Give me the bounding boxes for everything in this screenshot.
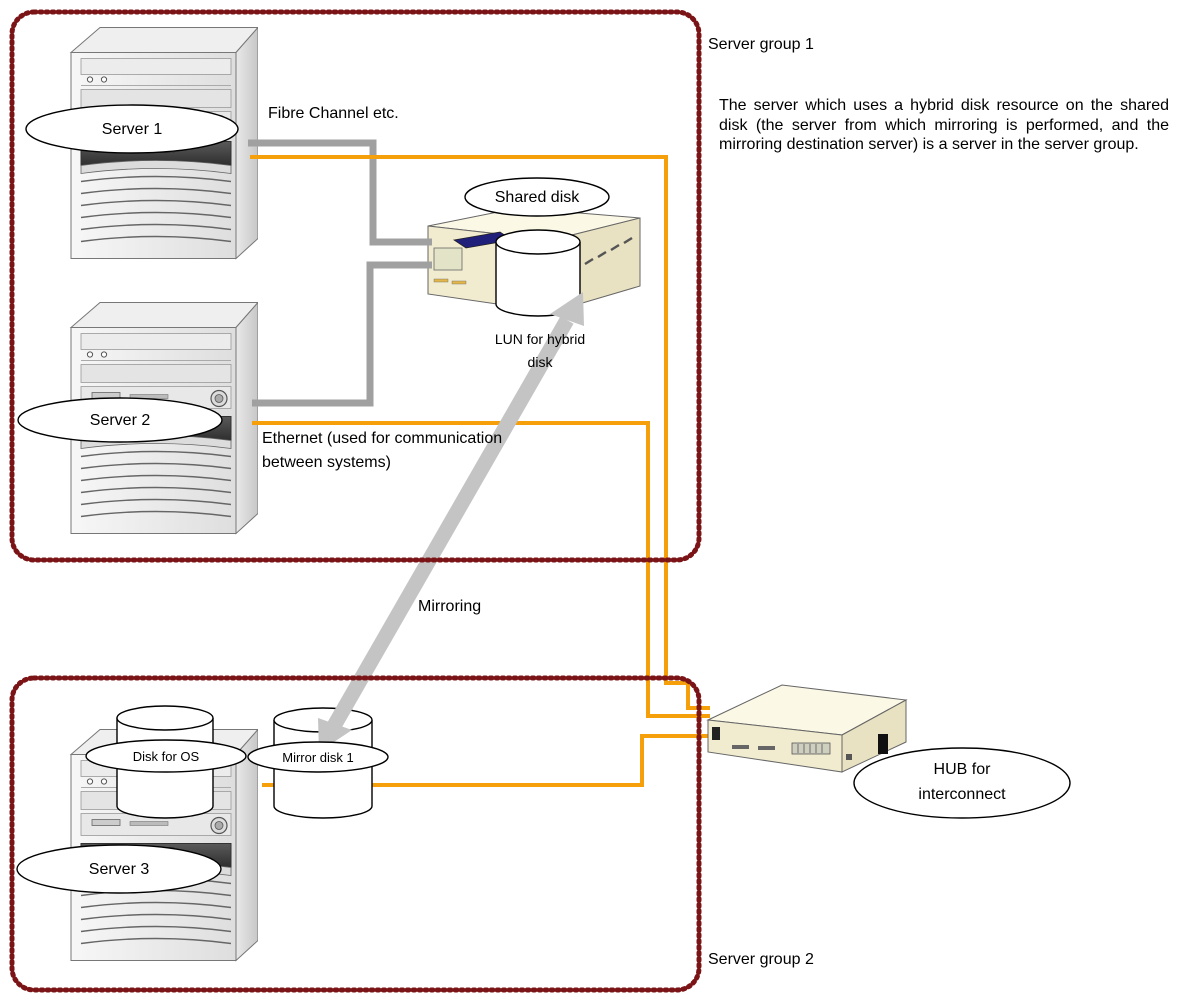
- lun-hybrid-disk-cylinder: [495, 229, 581, 317]
- description-text: The server which uses a hybrid disk reso…: [719, 97, 1169, 153]
- hub-label-line2: interconnect: [918, 786, 1006, 803]
- fibre-channel-label: Fibre Channel etc.: [268, 105, 399, 122]
- server3-label: Server 3: [88, 860, 150, 878]
- server2-label: Server 2: [89, 411, 151, 429]
- fibre-cable-server1: [248, 139, 432, 246]
- server1-label-ellipse: [25, 104, 239, 154]
- server1-label: Server 1: [101, 120, 163, 138]
- ethernet-label-line2: between systems): [262, 454, 391, 471]
- mirroring-label: Mirroring: [418, 598, 482, 615]
- hub-device: [706, 684, 908, 773]
- lun-label-line2: disk: [527, 354, 553, 370]
- server3-label-ellipse: [16, 844, 222, 894]
- ethernet-label-line1: Ethernet (used for communication: [262, 430, 503, 447]
- server-group-2-label: Server group 2: [708, 951, 814, 968]
- server2-label-ellipse: [17, 397, 223, 443]
- ethernet-cable-server1: [250, 155, 710, 710]
- server-group-1-border: [9, 9, 702, 563]
- shared-disk-label: Shared disk: [494, 188, 580, 206]
- hub-label-line1: HUB for: [933, 761, 991, 778]
- hub-label-ellipse: [853, 747, 1071, 819]
- shared-disk-label-ellipse: [464, 177, 610, 217]
- mirror-disk-label-ellipse: [247, 741, 389, 773]
- lun-label-line1: LUN for hybrid: [494, 331, 586, 347]
- ethernet-cable-server2: [252, 421, 710, 718]
- ethernet-cable-server3: [262, 734, 710, 787]
- mirror-disk-label: Mirror disk 1: [282, 749, 354, 765]
- server-group-2-border: [9, 675, 702, 993]
- fibre-cable-server2: [252, 261, 432, 407]
- server-group-1-label: Server group 1: [708, 36, 814, 53]
- os-disk-label: Disk for OS: [132, 748, 200, 764]
- os-disk-label-ellipse: [85, 739, 247, 773]
